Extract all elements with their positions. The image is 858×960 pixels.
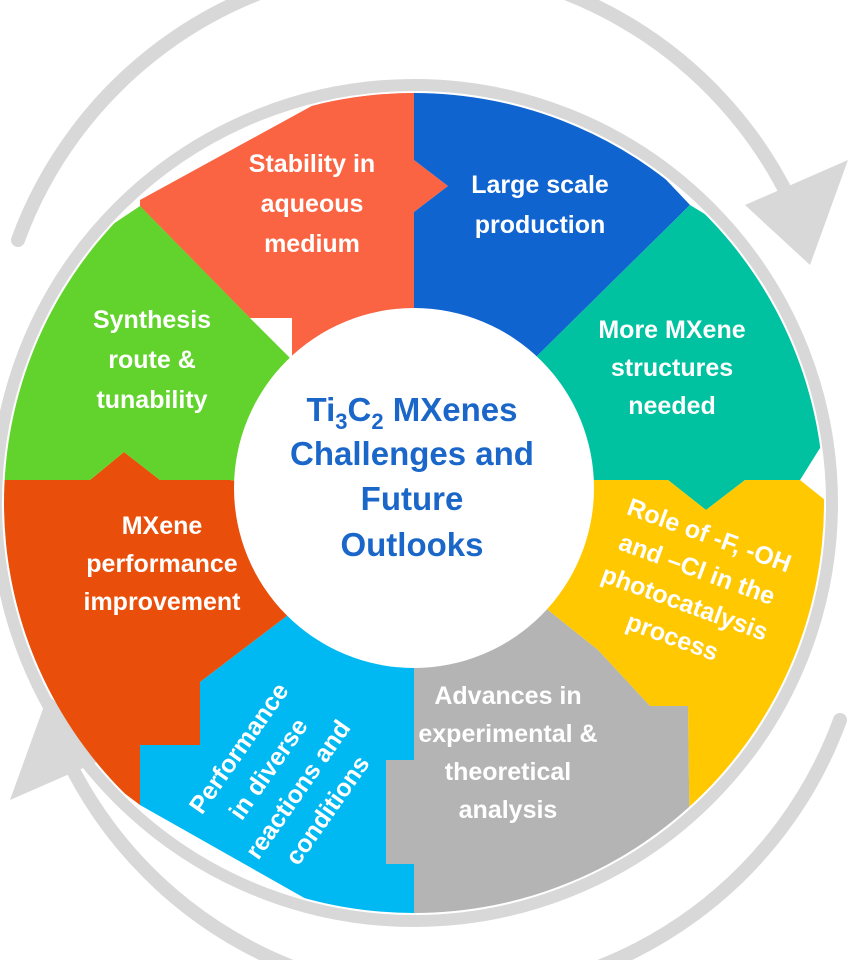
bottom-cycle-arrow-arc (61, 713, 847, 960)
segment-label-line: structures (611, 354, 733, 382)
segment-label-stability: Stability in aqueous medium (249, 150, 375, 258)
segment-label-line: medium (264, 230, 360, 258)
segment-label-line: MXene (122, 512, 203, 540)
segment-label-line: analysis (459, 796, 558, 824)
segment-label-line: production (475, 211, 606, 239)
outer-ring (0, 79, 838, 927)
center-title-line3: Future (361, 480, 464, 517)
segment-label-large-scale: Large scale production (471, 171, 609, 239)
segments (4, 93, 824, 913)
segment-label-line: performance (86, 550, 238, 578)
segment-label-line: Advances in (434, 682, 581, 710)
center-title-line4: Outlooks (340, 526, 483, 563)
center-circle (234, 308, 594, 668)
center-title-line1: Ti3C2 MXenes (307, 391, 518, 434)
segment-labels: Stability in aqueous medium Large scale prod… (84, 150, 795, 870)
segment-label-line: route & (108, 346, 196, 374)
segment-label-synthesis-route: Synthesis route & tunability (93, 306, 211, 414)
center-title: Ti3C2 MXenes Challenges and Future Outlo… (290, 391, 534, 563)
top-cycle-arrow-arc (11, 0, 797, 247)
segment-label-advances-analysis: Advances in experimental & theoretical anal… (418, 682, 597, 824)
segment-label-line: aqueous (261, 190, 364, 218)
segment-label-line: Synthesis (93, 306, 211, 334)
segment-label-line: theoretical (445, 758, 571, 786)
segment-label-line: Stability in (249, 150, 375, 178)
segment-label-line: improvement (84, 588, 242, 616)
center-title-line2: Challenges and (290, 435, 534, 472)
segment-label-line: Large scale (471, 171, 609, 199)
segment-label-line: More MXene (598, 316, 745, 344)
top-cycle-arrowhead (745, 160, 848, 265)
segment-label-more-structures: More MXene structures needed (598, 316, 745, 420)
segment-label-performance-improvement: MXene performance improvement (84, 512, 242, 616)
segment-label-line: tunability (96, 386, 207, 414)
segment-label-line: experimental & (418, 720, 597, 748)
bottom-cycle-arrowhead (10, 695, 113, 800)
cycle-arrows (10, 0, 848, 960)
segment-label-line: needed (628, 392, 716, 420)
